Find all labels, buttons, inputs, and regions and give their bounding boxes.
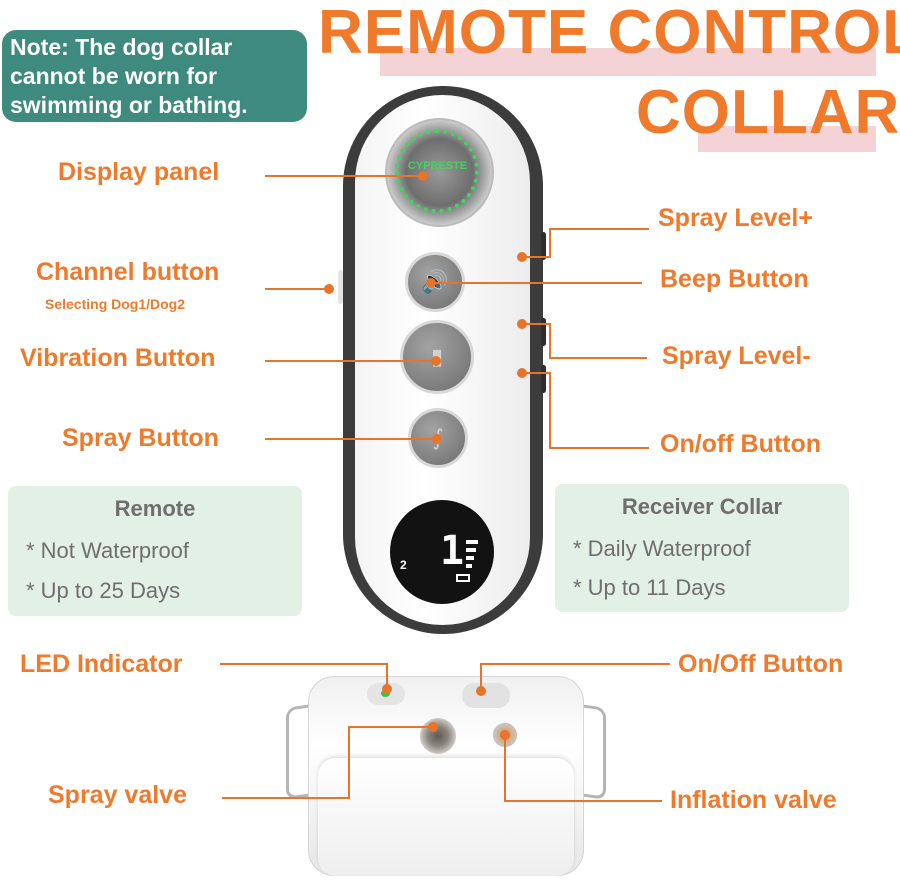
leader-dot-beep-button bbox=[426, 278, 436, 288]
leader-dot-display-panel bbox=[418, 171, 428, 181]
receiver-box-item: * Daily Waterproof bbox=[573, 536, 751, 561]
label-onoff-button-remote: On/off Button bbox=[660, 430, 822, 458]
leader-spray-valve-h2 bbox=[348, 726, 432, 728]
label-spray-button: Spray Button bbox=[62, 424, 219, 452]
leader-dot-collar-onoff bbox=[476, 686, 486, 696]
leader-channel-button bbox=[265, 288, 330, 290]
label-spray-level-minus: Spray Level- bbox=[662, 342, 811, 370]
side-button-spray-plus bbox=[541, 232, 546, 260]
leader-spray-level-minus-h2 bbox=[549, 357, 647, 359]
title-highlight-2 bbox=[698, 126, 876, 152]
leader-inflation-h bbox=[504, 800, 662, 802]
leader-dot-spray-level-plus bbox=[517, 252, 527, 262]
leader-onoff-remote-v bbox=[549, 372, 551, 448]
leader-dot-spray-valve bbox=[428, 722, 438, 732]
lcd-signal-bars-icon bbox=[466, 540, 480, 574]
remote-info-box: Remote * Not Waterproof * Up to 25 Days bbox=[8, 486, 302, 616]
leader-led-h bbox=[220, 663, 388, 665]
label-inflation-valve: Inflation valve bbox=[670, 786, 837, 814]
receiver-box-item: * Up to 11 Days bbox=[573, 575, 726, 600]
receiver-box-title: Receiver Collar bbox=[621, 494, 783, 519]
leader-collar-onoff-h bbox=[480, 663, 670, 665]
leader-led-v bbox=[386, 663, 388, 689]
leader-beep-button bbox=[432, 282, 642, 284]
leader-dot-inflation bbox=[500, 730, 510, 740]
note-text: Note: The dog collar cannot be worn for … bbox=[10, 34, 248, 118]
label-display-panel: Display panel bbox=[58, 158, 220, 186]
leader-dot-led bbox=[382, 684, 392, 694]
label-led-indicator: LED Indicator bbox=[20, 650, 183, 678]
label-channel-button: Channel button bbox=[36, 258, 220, 286]
receiver-info-box: Receiver Collar * Daily Waterproof * Up … bbox=[555, 484, 849, 612]
leader-spray-level-minus-h bbox=[526, 323, 551, 325]
leader-onoff-remote-h bbox=[526, 372, 551, 374]
page-title-line1: REMOTE CONTROL bbox=[318, 0, 900, 67]
remote-box-item: * Not Waterproof bbox=[26, 538, 190, 563]
leader-collar-onoff-v bbox=[480, 663, 482, 691]
label-onoff-button-collar: On/Off Button bbox=[678, 650, 844, 678]
leader-vibration-button bbox=[265, 360, 435, 362]
leader-spray-level-plus-h bbox=[549, 228, 649, 230]
label-spray-level-plus: Spray Level+ bbox=[658, 204, 813, 232]
leader-spray-level-plus-v bbox=[549, 228, 551, 256]
label-channel-sub: Selecting Dog1/Dog2 bbox=[45, 296, 186, 312]
spray-valve bbox=[420, 718, 456, 754]
remote-box-item: * Up to 25 Days bbox=[26, 578, 181, 603]
leader-spray-valve-v bbox=[348, 726, 350, 798]
receiver-collar-front bbox=[318, 758, 574, 876]
label-spray-valve: Spray valve bbox=[48, 781, 187, 809]
side-button-channel bbox=[338, 270, 343, 304]
leader-dot-spray-level-minus bbox=[517, 319, 527, 329]
lcd-battery-icon bbox=[456, 574, 470, 582]
side-button-spray-minus bbox=[541, 318, 546, 346]
leader-display-panel bbox=[265, 175, 423, 177]
leader-inflation-v bbox=[504, 735, 506, 801]
side-button-power bbox=[541, 365, 546, 393]
leader-dot-vibration-button bbox=[431, 356, 441, 366]
collar-onoff-button[interactable] bbox=[462, 683, 510, 708]
label-beep-button: Beep Button bbox=[660, 265, 809, 293]
title-highlight-1 bbox=[380, 48, 876, 76]
leader-dot-spray-button bbox=[432, 434, 442, 444]
note-background bbox=[2, 30, 307, 122]
leader-spray-level-minus-v bbox=[549, 323, 551, 358]
leader-spray-level-plus-h2 bbox=[526, 256, 551, 258]
display-led-ring bbox=[395, 129, 479, 213]
label-vibration-button: Vibration Button bbox=[20, 344, 216, 372]
remote-box-title: Remote bbox=[114, 496, 196, 521]
lcd-channel: 2 bbox=[400, 558, 407, 572]
leader-dot-onoff-remote bbox=[517, 368, 527, 378]
leader-spray-button bbox=[265, 438, 437, 440]
lcd-screen bbox=[390, 500, 494, 604]
leader-onoff-remote-h2 bbox=[549, 447, 649, 449]
leader-dot-channel-button bbox=[324, 284, 334, 294]
leader-spray-valve-h bbox=[222, 797, 350, 799]
brand-logo: CYPRESTE bbox=[407, 160, 468, 172]
lcd-level: 1 bbox=[440, 528, 465, 574]
page-title-line2: COLLAR bbox=[636, 78, 900, 147]
